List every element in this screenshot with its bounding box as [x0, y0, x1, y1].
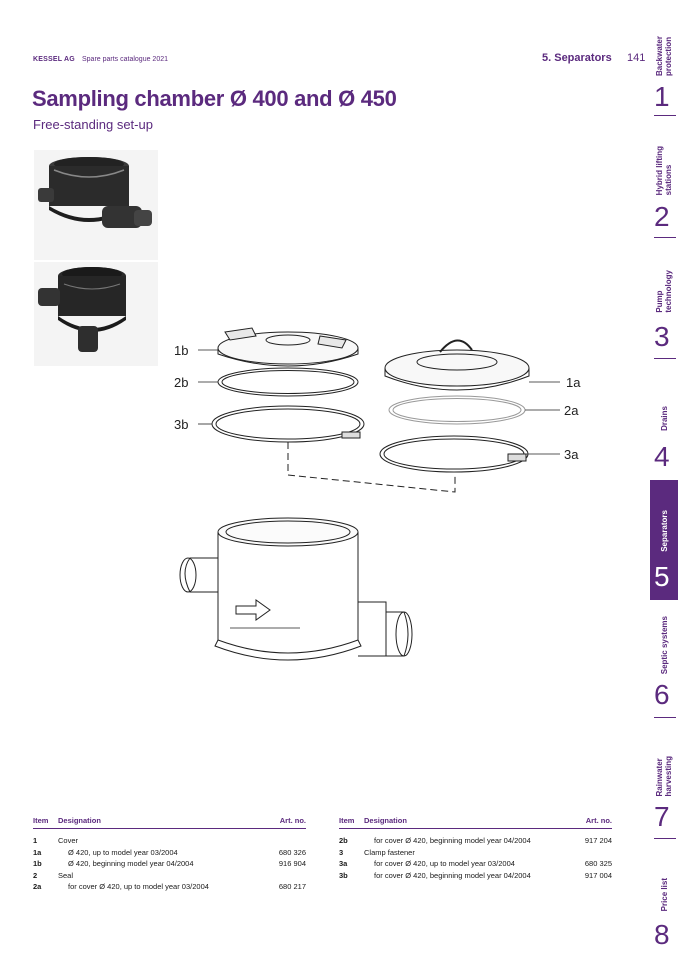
- cell-designation: Ø 420, beginning model year 04/2004: [68, 859, 194, 869]
- cell-item: 1: [33, 836, 38, 846]
- chapter-tab-label: Separators: [659, 510, 669, 552]
- table-header: Item Designation Art. no.: [33, 816, 306, 829]
- cell-art-no: 916 904: [278, 859, 306, 869]
- header-designation: Designation: [364, 816, 407, 825]
- cell-item: 2b: [339, 836, 348, 846]
- cell-art-no: 917 004: [584, 870, 612, 880]
- cell-designation: for cover Ø 420, up to model year 03/200…: [374, 859, 515, 869]
- page-subtitle: Free-standing set-up: [33, 117, 153, 132]
- table-row: 3a for cover Ø 420, up to model year 03/2…: [339, 858, 612, 870]
- chapter-tab-number: 4: [654, 441, 670, 472]
- cell-designation: Ø 420, up to model year 03/2004: [68, 847, 178, 857]
- chapter-tab-label: Rainwater harvesting: [655, 756, 673, 797]
- table-row: 3b for cover Ø 420, beginning model year …: [339, 870, 612, 882]
- cell-item: 1a: [33, 847, 42, 857]
- cell-designation: for cover Ø 420, beginning model year 04…: [374, 870, 531, 880]
- chapter-tab-number: 1: [654, 81, 670, 112]
- header-art-no: Art. no.: [585, 816, 612, 825]
- chapter-tab-number: 8: [654, 919, 670, 950]
- table-row: 1 Cover: [33, 835, 306, 847]
- chapter-tab-5[interactable]: Separators 5: [650, 480, 678, 600]
- product-photo-clamp-version: [34, 150, 158, 260]
- chapter-tab-number: 5: [654, 561, 670, 592]
- tab-divider: [654, 717, 676, 718]
- cell-art-no: 680 325: [584, 859, 612, 869]
- page-number: 141: [627, 52, 646, 64]
- cell-art-no: 680 326: [278, 847, 306, 857]
- cell-designation: Seal: [58, 870, 74, 880]
- page-title: Sampling chamber Ø 400 and Ø 450: [32, 86, 397, 111]
- table-row: 2a for cover Ø 420, up to model year 03/2…: [33, 881, 306, 893]
- chapter-tab-number: 7: [654, 801, 670, 832]
- cell-item: 2a: [33, 882, 42, 892]
- tab-divider: [654, 237, 676, 238]
- header-item: Item: [33, 816, 49, 825]
- product-photo-screw-version: [34, 262, 158, 366]
- tab-divider: [654, 115, 676, 116]
- chapter-tab-number: 3: [654, 321, 670, 352]
- chapter-tab-7[interactable]: Rainwater harvesting 7: [650, 752, 678, 842]
- callout-3b: 3b: [174, 417, 188, 432]
- cell-item: 1b: [33, 859, 42, 869]
- chapter-tab-number: 2: [654, 201, 670, 232]
- cell-art-no: 680 217: [278, 882, 306, 892]
- callout-3a: 3a: [564, 447, 579, 462]
- cell-item: 3: [339, 847, 344, 857]
- header-designation: Designation: [58, 816, 101, 825]
- cell-item: 2: [33, 870, 38, 880]
- callout-2a: 2a: [564, 403, 579, 418]
- chapter-tab-label: Backwater protection: [655, 36, 673, 77]
- table-row: 1a Ø 420, up to model year 03/2004 680 326: [33, 847, 306, 859]
- catalogue-name: Spare parts catalogue 2021: [82, 56, 169, 63]
- chapter-tab-8[interactable]: Price list 8: [650, 874, 678, 959]
- table-row: 2b for cover Ø 420, beginning model year …: [339, 835, 612, 847]
- cell-item: 3b: [339, 870, 348, 880]
- cell-designation: Clamp fastener: [364, 847, 415, 857]
- callout-2b: 2b: [174, 375, 188, 390]
- table-row: 2 Seal: [33, 870, 306, 882]
- chapter-tab-number: 6: [654, 679, 670, 710]
- table-header: Item Designation Art. no.: [339, 816, 612, 829]
- chapter-tab-2[interactable]: Hybrid lifting stations 2: [650, 140, 678, 238]
- table-row: 3 Clamp fastener: [339, 847, 612, 859]
- cell-designation: for cover Ø 420, up to model year 03/200…: [68, 882, 209, 892]
- chapter-tab-6[interactable]: Septic systems 6: [650, 612, 678, 722]
- callout-1a: 1a: [566, 375, 581, 390]
- chapter-tab-label: Hybrid lifting stations: [655, 146, 673, 196]
- chapter-tab-label: Septic systems: [659, 616, 669, 675]
- chapter-tab-label: Pump technology: [655, 270, 673, 313]
- callout-1b: 1b: [174, 343, 188, 358]
- chapter-tab-label: Price list: [659, 878, 669, 912]
- header-item: Item: [339, 816, 355, 825]
- section-title: 5. Separators: [542, 52, 612, 64]
- tab-divider: [654, 838, 676, 839]
- cell-item: 3a: [339, 859, 348, 869]
- chapter-tab-3[interactable]: Pump technology 3: [650, 264, 678, 359]
- table-row: 1b Ø 420, beginning model year 04/2004 916…: [33, 858, 306, 870]
- header-art-no: Art. no.: [279, 816, 306, 825]
- parts-table-right: Item Designation Art. no. 2b for cover Ø …: [339, 816, 612, 881]
- tab-divider: [654, 358, 676, 359]
- parts-table-left: Item Designation Art. no. 1 Cover 1a Ø 420,…: [33, 816, 306, 893]
- company-name: KESSEL AG: [33, 56, 75, 63]
- chapter-tab-4[interactable]: Drains 4: [650, 400, 678, 480]
- cell-designation: for cover Ø 420, beginning model year 04…: [374, 836, 531, 846]
- exploded-diagram: 1b 2b 3b 1a 2a 3a: [174, 327, 581, 661]
- cell-art-no: 917 204: [584, 836, 612, 846]
- chapter-tab-1[interactable]: Backwater protection 1: [650, 30, 678, 116]
- cell-designation: Cover: [58, 836, 79, 846]
- chapter-tab-label: Drains: [659, 406, 669, 431]
